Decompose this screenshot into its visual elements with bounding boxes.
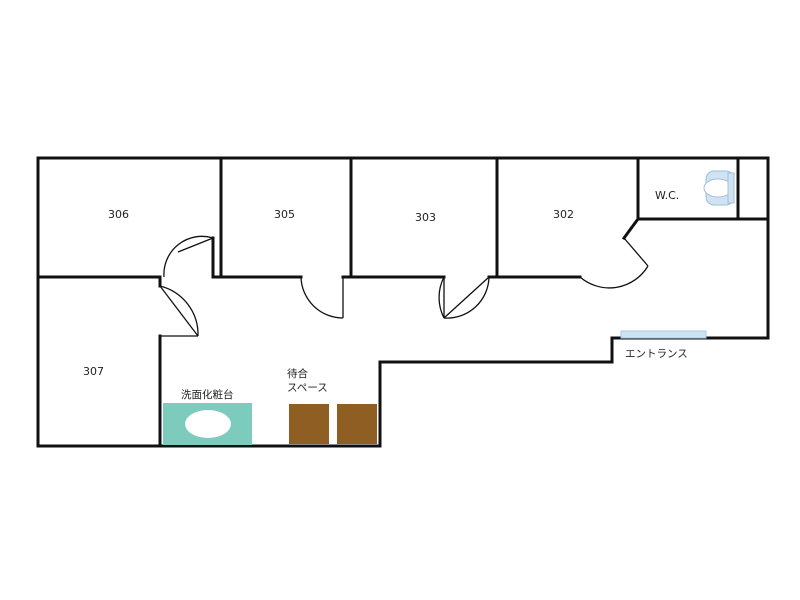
interior-walls — [36, 156, 770, 448]
door-302[interactable] — [579, 237, 649, 289]
door-303[interactable] — [438, 276, 490, 319]
door-307[interactable] — [159, 285, 199, 337]
door-305[interactable] — [300, 276, 344, 319]
doors — [159, 235, 649, 337]
entrance-label: エントランス — [625, 348, 688, 360]
entrance-mat — [620, 330, 707, 339]
room-label-wc: W.C. — [655, 189, 679, 202]
room-label-305: 305 — [274, 208, 295, 221]
room-label-306: 306 — [108, 208, 129, 221]
labels: 306 305 303 302 307 W.C. 洗面化粧台 待合 スペース エ… — [83, 189, 688, 401]
room-label-303: 303 — [415, 211, 436, 224]
washbasin-label: 洗面化粧台 — [181, 388, 234, 401]
room-label-307: 307 — [83, 365, 104, 378]
door-306[interactable] — [163, 235, 214, 278]
toilet-icon — [703, 170, 735, 206]
room-label-302: 302 — [553, 208, 574, 221]
waiting-label-line2: スペース — [287, 382, 328, 394]
washbasin-icon — [163, 403, 252, 445]
waiting-seats — [289, 404, 377, 444]
fixtures — [163, 170, 735, 445]
chair-icon — [289, 404, 329, 444]
wall-302-right — [621, 156, 640, 241]
chair-icon — [337, 404, 377, 444]
waiting-label-line1: 待合 — [287, 367, 308, 380]
